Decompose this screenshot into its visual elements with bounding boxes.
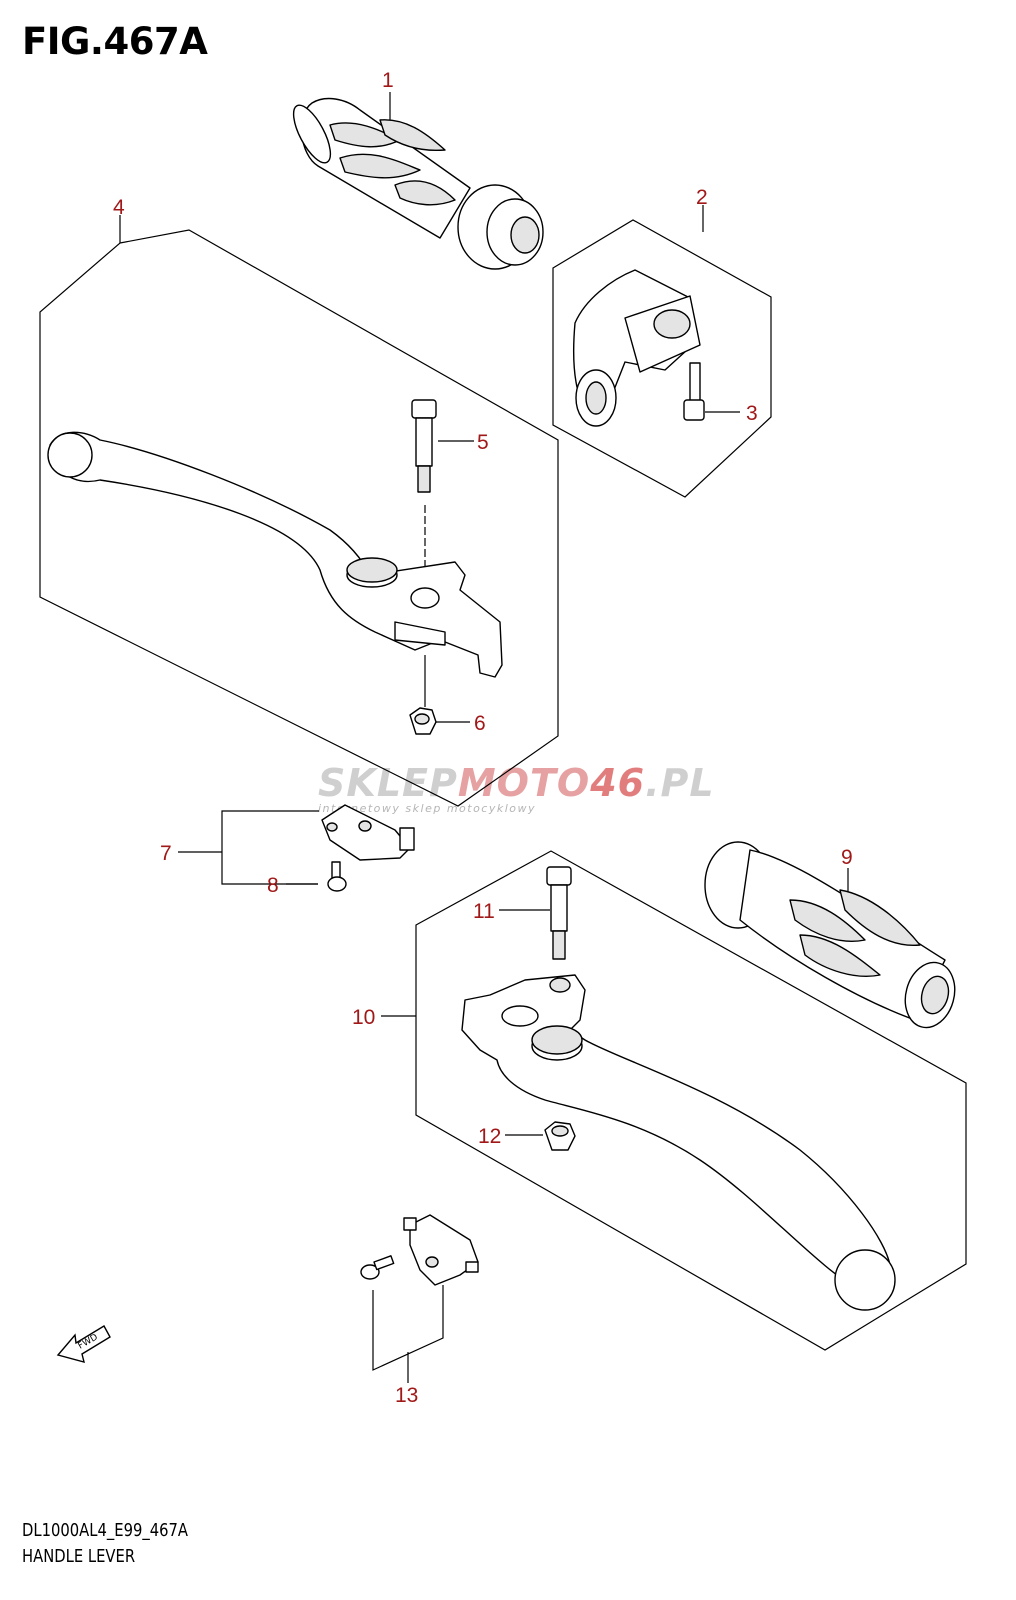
callout-5: 5 xyxy=(477,431,489,454)
switch-7[interactable] xyxy=(321,804,415,861)
grip-right[interactable] xyxy=(286,97,544,270)
grip-left[interactable] xyxy=(704,841,962,1033)
callout-13: 13 xyxy=(395,1384,418,1407)
callout-2: 2 xyxy=(696,186,708,209)
callout-9: 9 xyxy=(841,846,853,869)
bolt-11[interactable] xyxy=(546,866,572,960)
screw-8[interactable] xyxy=(327,861,347,892)
callout-12: 12 xyxy=(478,1125,501,1148)
watermark-brand-a: SKLEP xyxy=(318,761,458,805)
nut-6[interactable] xyxy=(409,707,437,735)
figure-title: FIG.467A xyxy=(22,20,208,63)
watermark-brand-d: .PL xyxy=(645,761,715,805)
callout-7: 7 xyxy=(160,842,172,865)
bolt-5[interactable] xyxy=(411,399,437,493)
callout-labels: 1 2 3 4 5 6 7 8 9 10 11 12 13 xyxy=(113,69,853,1407)
watermark-brand-c: 46 xyxy=(589,761,645,805)
callout-8: 8 xyxy=(267,874,279,897)
clutch-lever[interactable] xyxy=(461,974,896,1311)
callout-10: 10 xyxy=(352,1006,375,1029)
nut-12[interactable] xyxy=(544,1121,576,1151)
watermark-tagline: internetowy sklep motocyklowy xyxy=(318,802,536,815)
callout-11: 11 xyxy=(473,900,495,923)
fwd-arrow-icon: FWD xyxy=(56,1325,111,1363)
assembly-box-4 xyxy=(39,229,559,807)
callout-3: 3 xyxy=(746,402,758,425)
watermark: SKLEPMOTO46.PL internetowy sklep motocyk… xyxy=(318,761,715,815)
switch-13[interactable] xyxy=(403,1214,479,1286)
brake-lever[interactable] xyxy=(47,431,503,678)
caption: HANDLE LEVER xyxy=(22,1546,136,1567)
watermark-brand-b: MOTO xyxy=(458,761,590,805)
callout-1: 1 xyxy=(382,69,394,92)
svg-text:SKLEPMOTO46.PL: SKLEPMOTO46.PL xyxy=(318,761,715,805)
screw-13[interactable] xyxy=(360,1255,395,1280)
screw-3[interactable] xyxy=(683,362,705,421)
callout-4: 4 xyxy=(113,196,125,219)
throttle-holder[interactable] xyxy=(573,269,701,427)
assembly-box-10 xyxy=(415,850,967,1351)
assembly-box-2 xyxy=(552,219,772,498)
model-code: DL1000AL4_E99_467A xyxy=(22,1520,189,1541)
callout-6: 6 xyxy=(474,712,486,735)
